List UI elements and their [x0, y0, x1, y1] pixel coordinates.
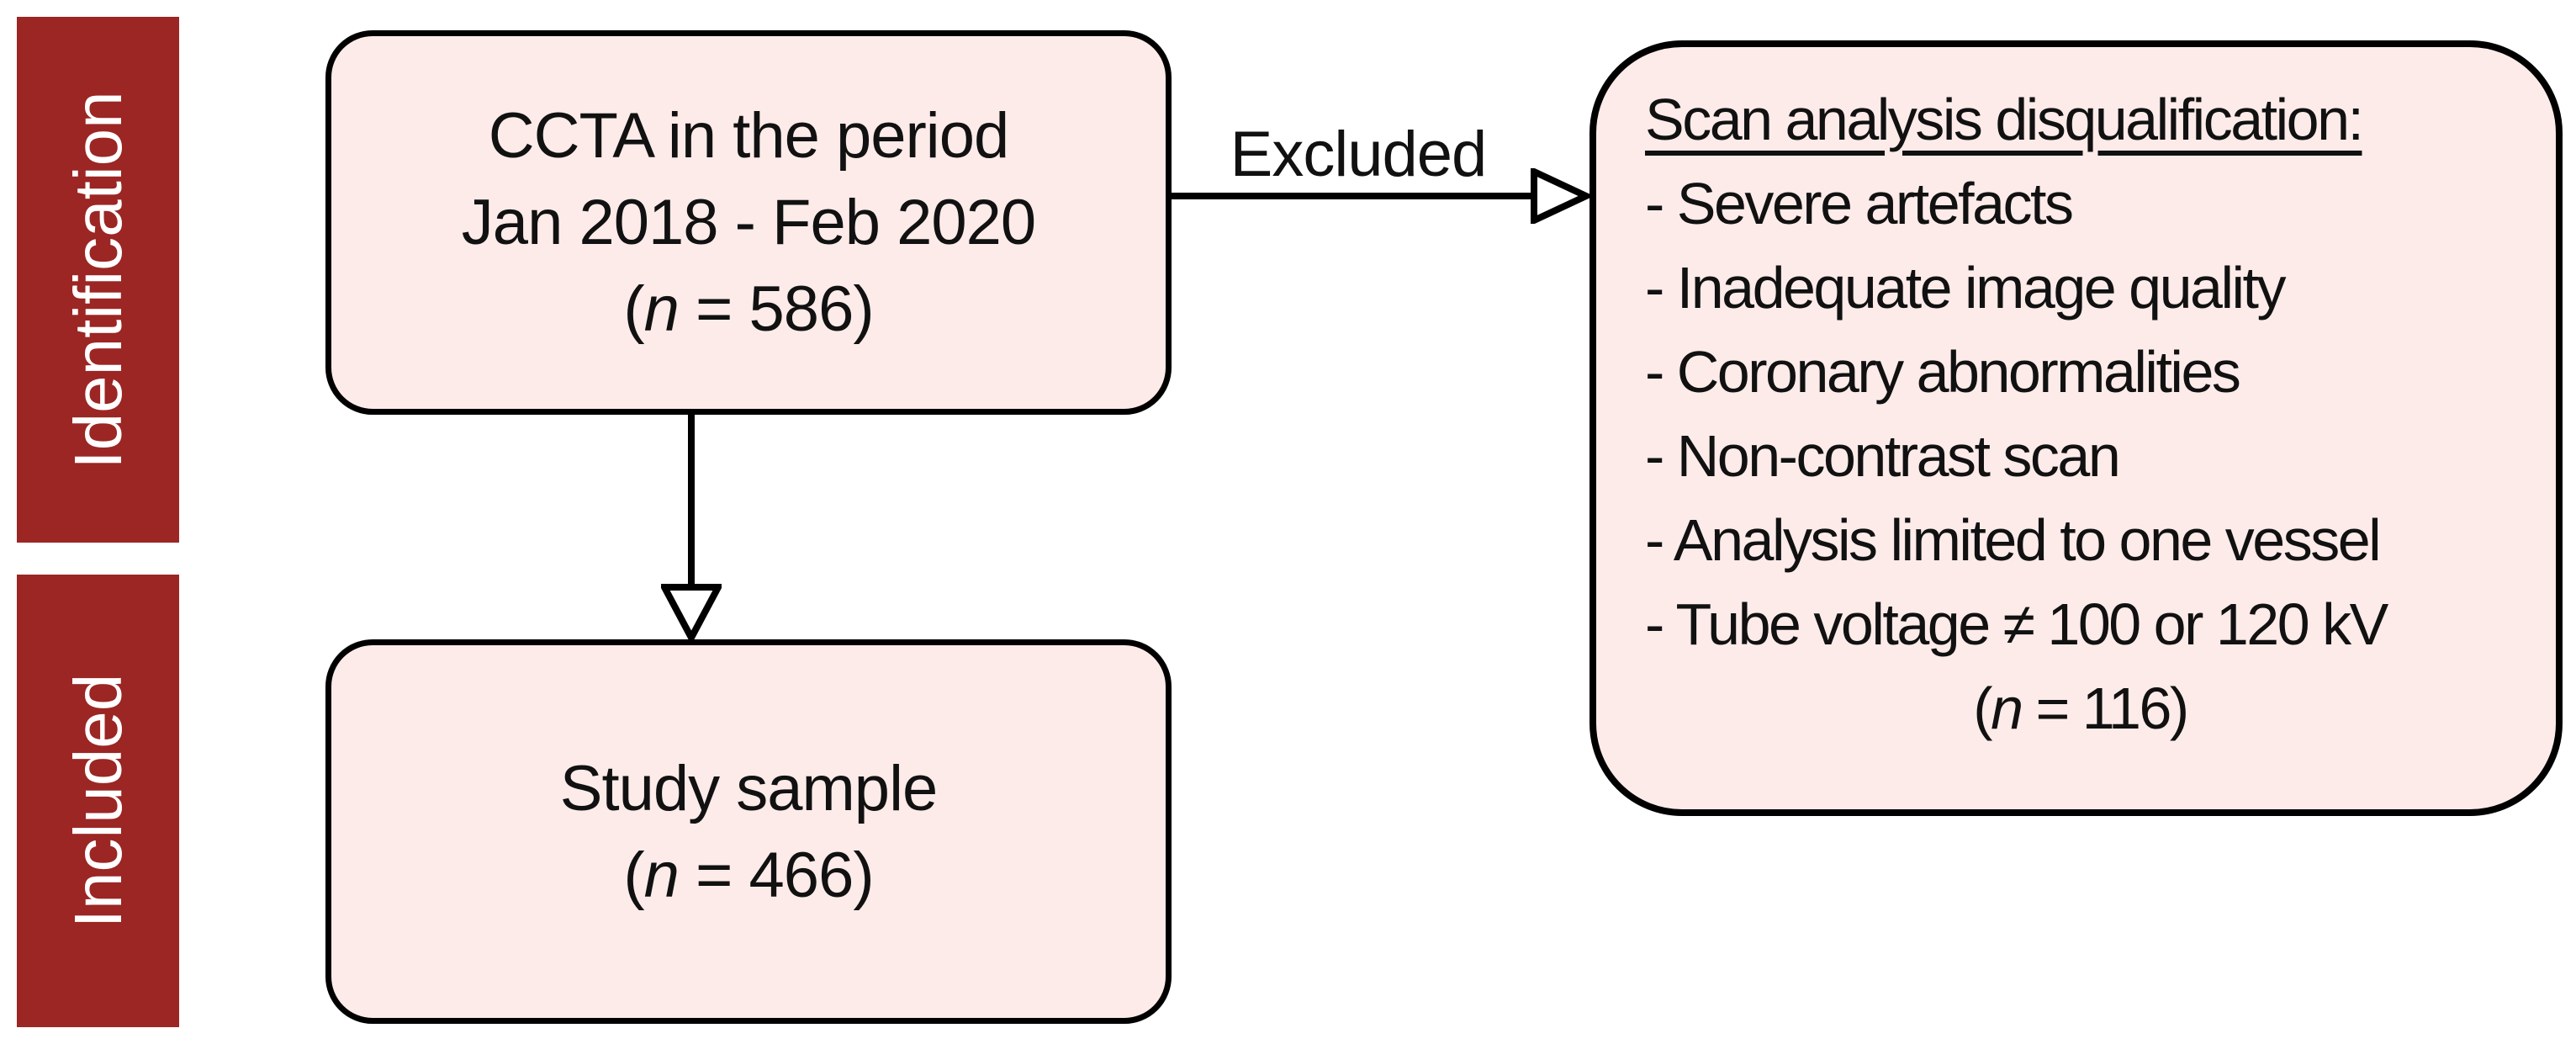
exclusion-item: - Coronary abnormalities — [1645, 339, 2241, 405]
excluded-arrow-head-icon — [1531, 168, 1590, 224]
exclusion-item: - Non-contrast scan — [1645, 423, 2121, 489]
exclusion-item: - Tube voltage ≠ 100 or 120 kV — [1645, 591, 2388, 657]
stage-bar-included: Included — [17, 575, 179, 1027]
box-source-line2: Jan 2018 - Feb 2020 — [461, 187, 1036, 258]
exclusion-item: - Inadequate image quality — [1645, 255, 2287, 321]
box-sample-line1: Study sample — [559, 752, 938, 824]
count-open-paren: ( — [623, 839, 644, 911]
count-value: = 466) — [678, 839, 875, 911]
count-n-symbol: n — [643, 839, 680, 911]
excluded-arrow-label: Excluded — [1230, 119, 1488, 190]
down-arrow-line — [688, 415, 695, 590]
down-arrow-head-icon — [661, 584, 722, 641]
count-n-symbol: n — [1991, 676, 2023, 741]
count-value: = 116) — [2021, 676, 2189, 741]
exclusion-count: (n = 116) — [1645, 666, 2515, 750]
count-open-paren: ( — [1973, 676, 1992, 741]
count-open-paren: ( — [623, 273, 644, 345]
stage-bar-identification: Identification — [17, 17, 179, 543]
count-n-symbol: n — [643, 273, 680, 345]
box-ccta-source: CCTA in the period Jan 2018 - Feb 2020 (… — [325, 30, 1172, 415]
box-source-count: (n = 586) — [623, 266, 875, 352]
box-source-line1: CCTA in the period — [488, 100, 1009, 172]
stage-label-included: Included — [60, 673, 135, 929]
box-sample-count: (n = 466) — [623, 832, 875, 919]
box-exclusion-reasons: Scan analysis disqualification: - Severe… — [1590, 40, 2563, 816]
excluded-arrow-line — [1172, 193, 1535, 199]
box-study-sample: Study sample (n = 466) — [325, 639, 1172, 1024]
exclusion-heading: Scan analysis disqualification: — [1645, 87, 2364, 152]
exclusion-item: - Analysis limited to one vessel — [1645, 507, 2382, 573]
stage-label-identification: Identification — [60, 90, 135, 469]
exclusion-item: - Severe artefacts — [1645, 171, 2074, 236]
count-value: = 586) — [678, 273, 875, 345]
